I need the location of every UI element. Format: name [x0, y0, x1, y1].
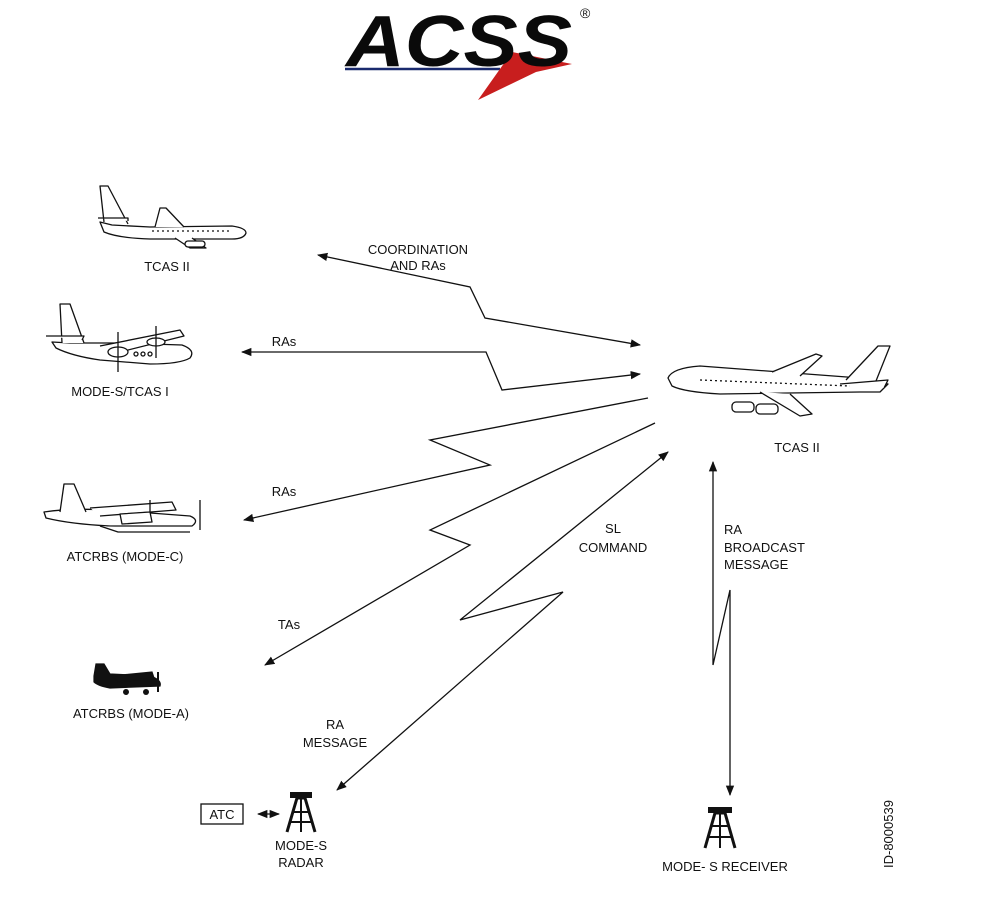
link-ras-mode-s — [242, 352, 640, 390]
node-label-atcrbs-mode-c: ATCRBS (MODE-C) — [67, 549, 184, 564]
link-ra-broadcast — [713, 462, 730, 795]
receiver-tower-icon — [705, 807, 735, 848]
link-ras-mode-c — [244, 398, 648, 520]
link-label-tas: TAs — [278, 617, 301, 632]
logo-registered-mark: ® — [580, 5, 591, 21]
node-label-tcas-ii-right: TCAS II — [774, 440, 820, 455]
link-label-sl-command-2: COMMAND — [579, 540, 648, 555]
airliner-icon — [98, 186, 246, 248]
link-sl-command — [337, 452, 668, 790]
link-label-sl-command: SL — [605, 521, 621, 536]
node-label-atcrbs-mode-a: ATCRBS (MODE-A) — [73, 706, 189, 721]
link-label-coordination: COORDINATION — [368, 242, 468, 257]
link-label-ra-broadcast-2: BROADCAST — [724, 540, 805, 555]
airliner-icon — [668, 346, 890, 416]
figure-id: ID-8000539 — [881, 800, 896, 868]
node-label-mode-s-receiver: MODE- S RECEIVER — [662, 859, 788, 874]
node-label-atc: ATC — [209, 807, 234, 822]
link-coordination — [318, 255, 640, 345]
node-label-mode-s-radar-2: RADAR — [278, 855, 324, 870]
node-label-mode-s-tcas-i: MODE-S/TCAS I — [71, 384, 169, 399]
radar-tower-icon — [287, 792, 315, 832]
turboprop-icon — [46, 304, 192, 372]
logo-text: ACSS — [344, 2, 572, 82]
link-label-ra-message-2: MESSAGE — [303, 735, 368, 750]
link-label-ra-message: RA — [326, 717, 344, 732]
link-label-ras-2: RAs — [272, 484, 297, 499]
link-label-ra-broadcast: RA — [724, 522, 742, 537]
seaplane-icon — [44, 484, 200, 532]
light-aircraft-icon — [94, 664, 160, 695]
node-label-tcas-ii-left: TCAS II — [144, 259, 190, 274]
link-label-ra-broadcast-3: MESSAGE — [724, 557, 789, 572]
acss-logo: ACSS ® — [344, 2, 591, 100]
link-label-ras-1: RAs — [272, 334, 297, 349]
link-label-coordination-2: AND RAs — [390, 258, 446, 273]
node-label-mode-s-radar: MODE-S — [275, 838, 327, 853]
